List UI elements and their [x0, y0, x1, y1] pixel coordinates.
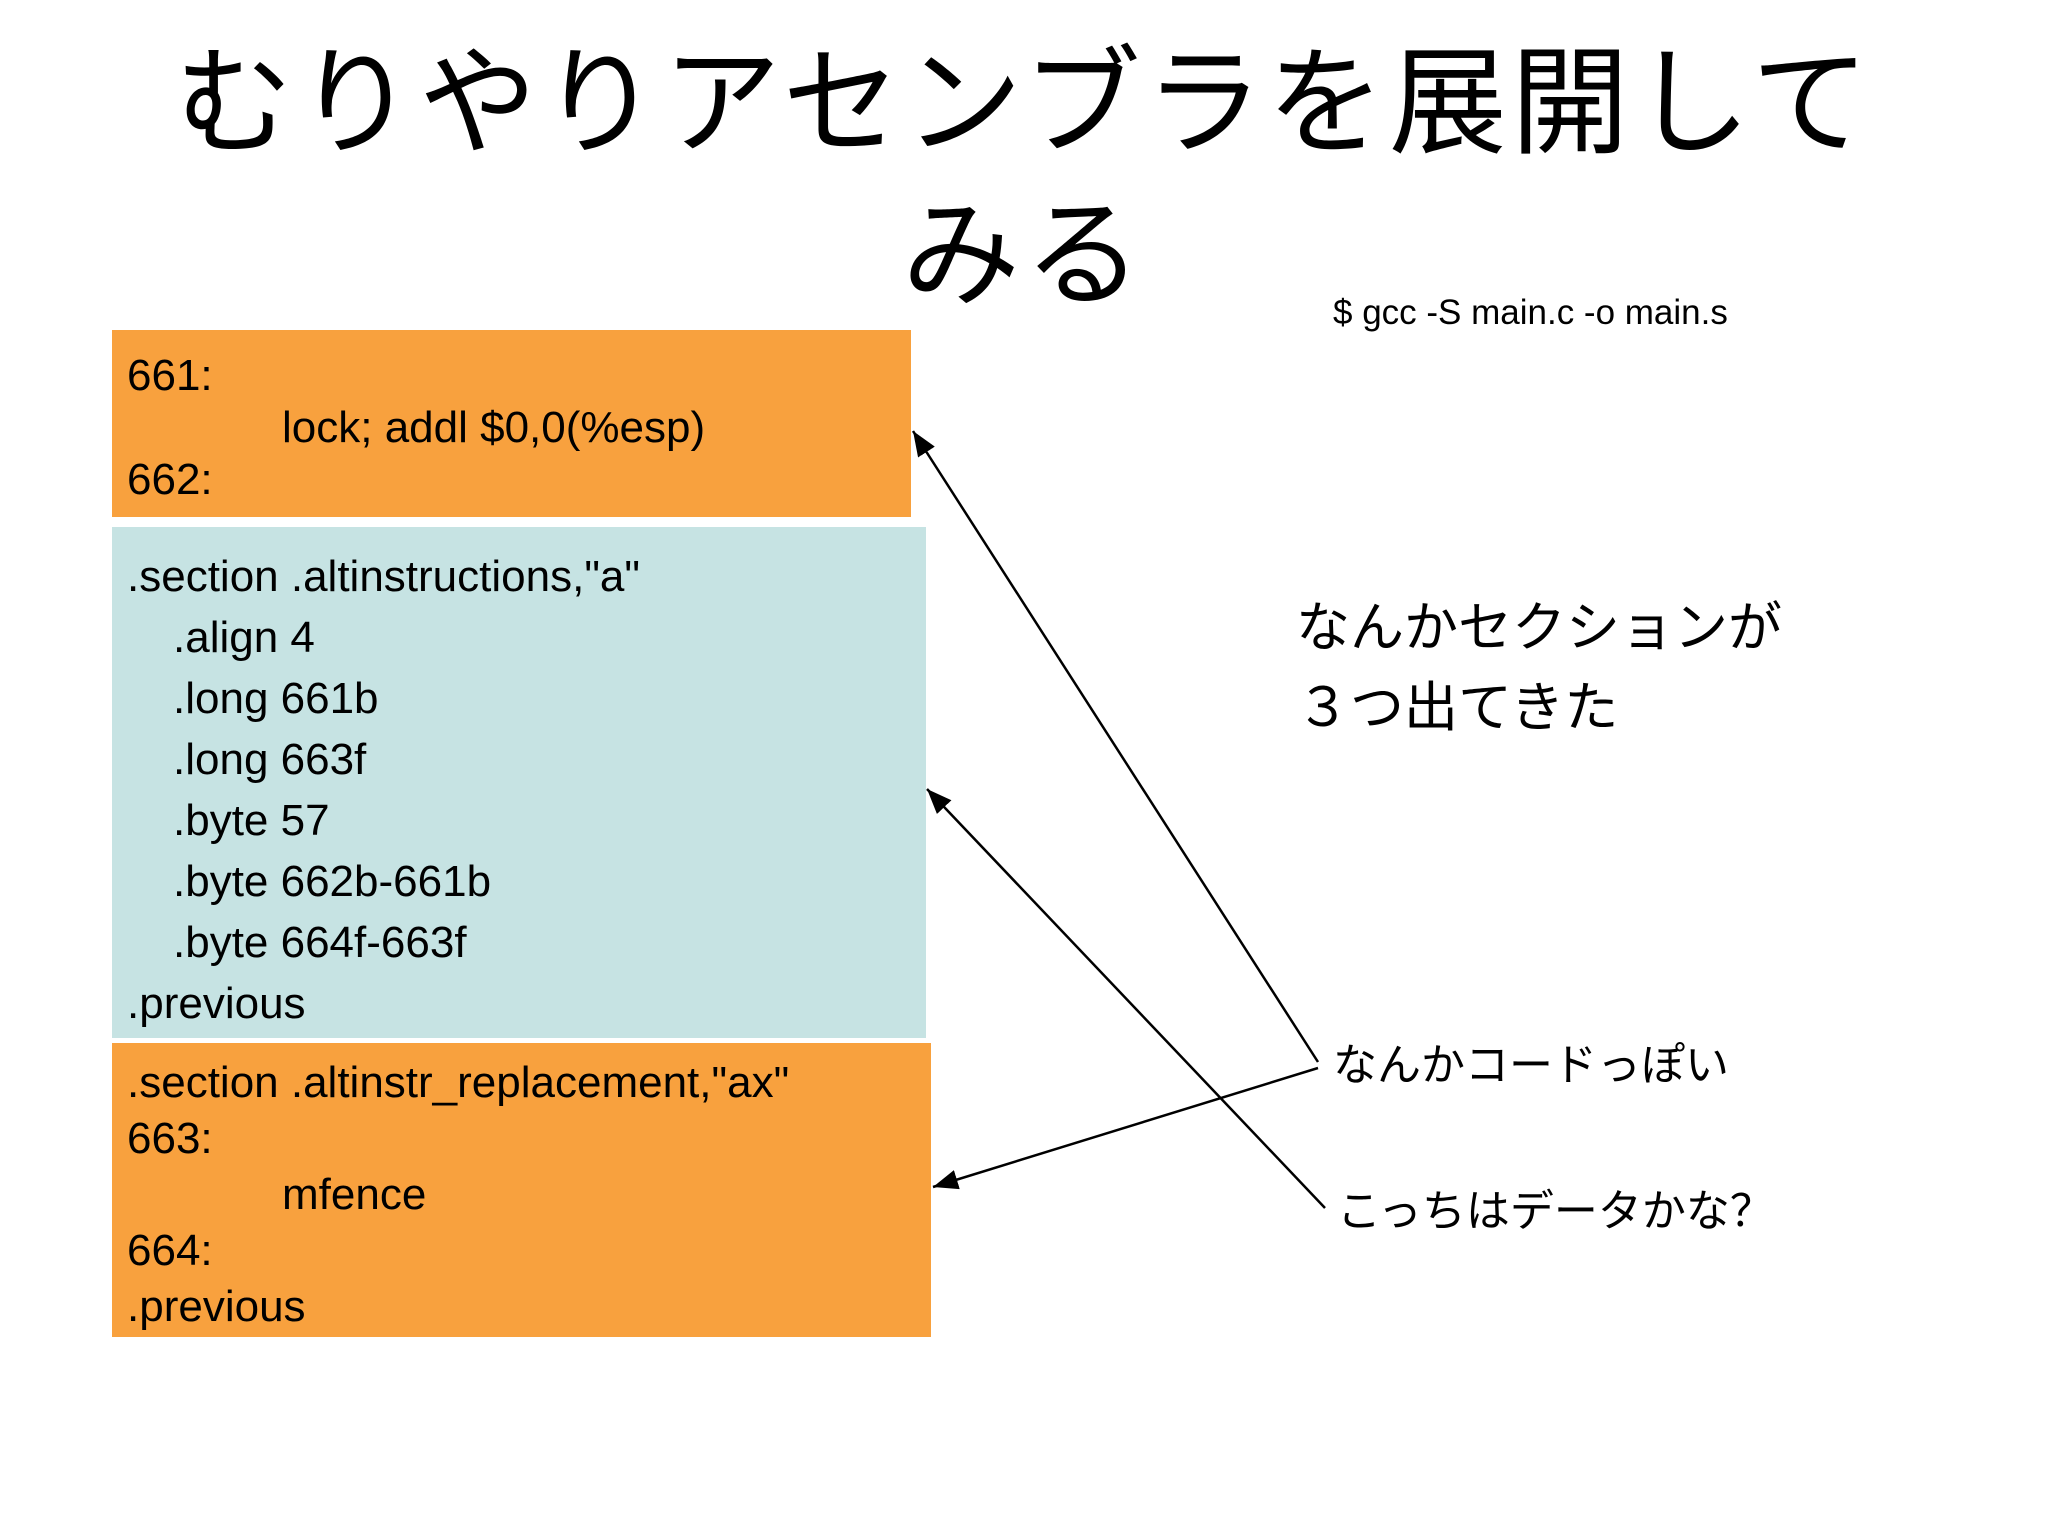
- code-line: .long 663f: [173, 735, 367, 784]
- code-line: 664:: [127, 1226, 213, 1275]
- arrow-code-note-to-altinstr-replacement-box: [932, 1066, 1319, 1190]
- code-line: .previous: [127, 1282, 306, 1331]
- code-line: .long 661b: [173, 674, 379, 723]
- code-line: lock; addl $0,0(%esp): [282, 403, 706, 452]
- code-line: 662:: [127, 455, 213, 504]
- arrow-code-note-to-inline-asm-box: [911, 430, 1320, 1063]
- slide-title-line1: むりやりアセンブラを展開して: [174, 38, 1874, 170]
- code-line: .section .altinstructions,"a": [127, 552, 641, 601]
- code-line: 661:: [127, 351, 213, 400]
- altinstr-replacement-box: .section .altinstr_replacement,"ax" 663:…: [112, 1043, 931, 1337]
- slide-title-line2: みる: [901, 190, 1146, 322]
- code-line: .byte 664f-663f: [173, 918, 467, 967]
- code-line: .byte 57: [173, 796, 330, 845]
- sections-note-line2: ３つ出てきた: [1296, 678, 1619, 738]
- altinstructions-box: .section .altinstructions,"a" .align 4 .…: [112, 527, 926, 1038]
- data-note: こっちはデータかな？: [1337, 1187, 1774, 1236]
- gcc-command-text: $ gcc -S main.c -o main.s: [1333, 293, 1728, 332]
- code-line: 663:: [127, 1114, 213, 1163]
- slide-title: むりやりアセンブラを展開して みる: [0, 28, 2048, 332]
- code-line: mfence: [282, 1170, 427, 1219]
- code-line: .byte 662b-661b: [173, 857, 492, 906]
- arrow-data-note-to-altinstructions-box: [926, 788, 1326, 1209]
- code-line: .section .altinstr_replacement,"ax": [127, 1058, 790, 1107]
- code-line: .previous: [127, 979, 306, 1028]
- sections-note: なんかセクションが ３つ出てきた: [1296, 588, 1782, 748]
- sections-note-line1: なんかセクションが: [1296, 598, 1782, 658]
- inline-asm-box: 661: lock; addl $0,0(%esp) 662:: [112, 330, 911, 517]
- code-line: .align 4: [173, 613, 315, 662]
- code-note: なんかコードっぽい: [1333, 1041, 1729, 1090]
